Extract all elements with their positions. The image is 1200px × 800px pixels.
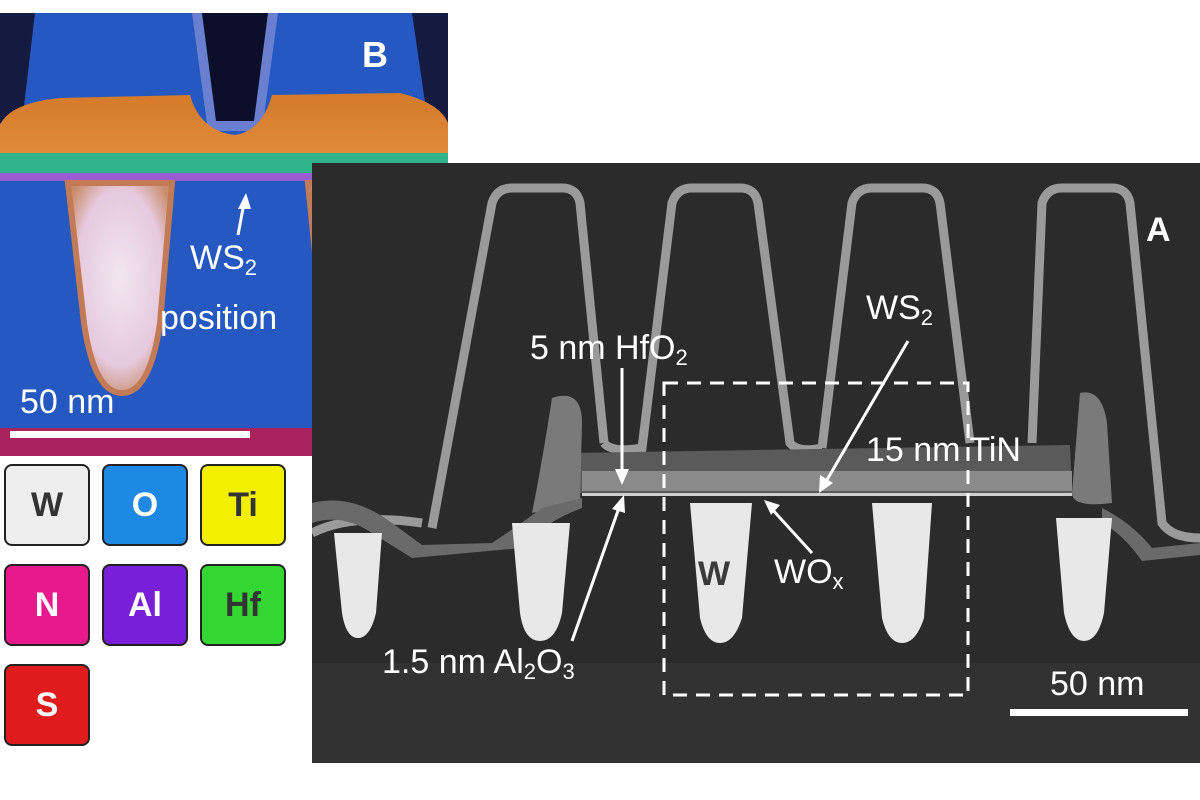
panel-b-scale-bar-label: 50 nm	[20, 383, 115, 421]
legend-symbol: Ti	[228, 485, 258, 524]
panel-a-scale-bar-line	[1010, 709, 1188, 716]
panel-b-position-label: position	[160, 299, 278, 337]
al2o3-arrow-head	[612, 495, 625, 513]
upper-fin-outline-2	[600, 183, 823, 455]
lower-plug-left	[64, 180, 176, 397]
ws2-arrow-head	[819, 475, 833, 493]
panel-b-ws2-label: WS2	[190, 239, 258, 280]
panel-a-scale-bar-label: 50 nm	[1050, 665, 1145, 703]
lower-liner-right	[1102, 508, 1200, 561]
al2o3-label: 1.5 nm Al2O3	[382, 643, 575, 684]
w-plug-2	[512, 523, 570, 641]
upper-fin-outline-1	[427, 183, 609, 529]
wox-label: WOx	[774, 553, 844, 594]
w-plug-1	[334, 533, 382, 638]
legend-tile-ti: Ti	[200, 464, 286, 546]
upper-fin-left	[0, 13, 35, 123]
panel-b-scale-bar-line	[10, 431, 250, 438]
ws2-line	[0, 173, 448, 181]
legend-symbol: N	[34, 585, 60, 624]
legend-symbol: W	[30, 485, 64, 524]
legend-symbol: Hf	[225, 585, 261, 624]
upper-fin-outline-3	[817, 183, 975, 449]
ws2-label: WS2	[866, 289, 934, 330]
wox-arrow-shaft	[768, 505, 814, 555]
w-label: W	[698, 555, 731, 593]
panel-b-letter: B	[362, 34, 388, 75]
hfo2-arrow-head	[615, 469, 629, 485]
w-plug-3	[690, 503, 752, 643]
hfo2-label: 5 nm HfO2	[530, 329, 688, 370]
legend-tile-n: N	[4, 564, 90, 646]
w-plugs	[334, 503, 1112, 643]
upper-fins	[312, 183, 1200, 543]
tin-label: 15 nm TiN	[866, 431, 1021, 469]
legend-symbol: S	[35, 685, 59, 724]
w-plug-5	[1056, 518, 1112, 641]
wox-arrow-head	[764, 500, 780, 515]
ws2-arrow-shaft	[822, 340, 910, 486]
annotation-arrows	[570, 340, 910, 642]
element-legend: W O Ti N Al Hf S	[0, 460, 300, 760]
legend-symbol: Al	[128, 585, 162, 624]
legend-tile-s: S	[4, 664, 90, 746]
al2o3-arrow-shaft	[570, 504, 622, 642]
w-plug-4	[872, 503, 932, 643]
dielectric-line	[582, 493, 1072, 496]
legend-tile-o: O	[102, 464, 188, 546]
spacer-right	[1072, 392, 1112, 505]
upper-fin-outline-4	[1027, 183, 1200, 543]
upper-fin-right	[412, 13, 448, 123]
spacer-left	[532, 395, 582, 513]
zoom-region-box	[662, 381, 970, 697]
tin-band	[0, 93, 448, 153]
legend-tile-hf: Hf	[200, 564, 286, 646]
tem-graphic	[312, 163, 1200, 763]
legend-symbol: O	[131, 485, 159, 524]
legend-tile-w: W	[4, 464, 90, 546]
upper-fin-center-core	[202, 13, 268, 121]
ws2-arrow-head	[238, 193, 251, 209]
panel-a-letter: A	[1146, 211, 1171, 249]
legend-tile-al: Al	[102, 564, 188, 646]
panel-a-tem: A WS2 5 nm HfO2 15 nm TiN W WOx 1.5 nm A…	[312, 163, 1200, 763]
